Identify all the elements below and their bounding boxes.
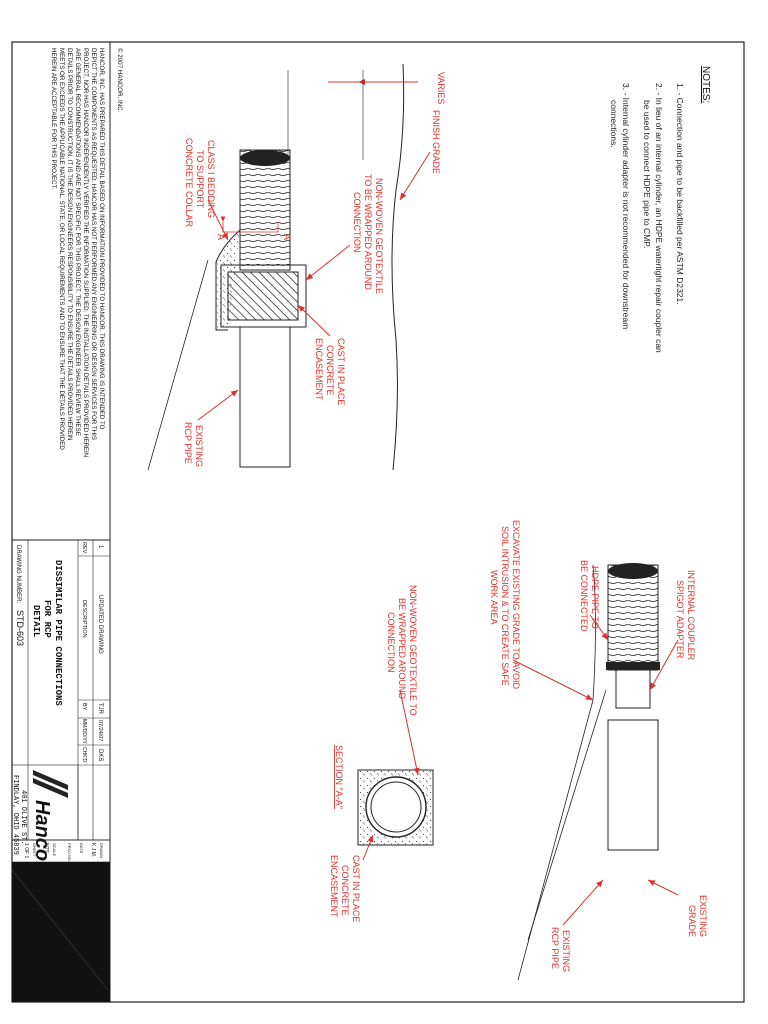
notes-block: NOTES: 1. - Connection and pipe to be ba… xyxy=(609,66,711,353)
company-logo: Hancor xyxy=(31,770,68,870)
cast-2-label-3: ENCASEMENT xyxy=(329,855,339,918)
note-2-cont: be used to connect HDPE pipe to CMP. xyxy=(642,100,652,248)
sheet-value: 1 OF 1 xyxy=(23,843,29,859)
cast-2-label-1: CAST IN PLACE xyxy=(351,855,361,922)
spigot-adapter xyxy=(615,667,651,709)
proj-label: PROJ NO. xyxy=(67,843,72,862)
geotextile-2-label-2: BE WRAPPED AROUND xyxy=(397,598,407,700)
drawing-number-label: DRAWING NUMBER: xyxy=(15,545,21,603)
disclaimer-line-6: MEETS OR EXCEEDS THE APPLICABLE NATIONAL… xyxy=(58,48,65,450)
pipe-end-cap xyxy=(240,150,290,166)
disclaimer-line-5: DETAILS PRIOR TO CONSTRUCTION. IT IS THE… xyxy=(66,48,73,441)
bedding-label-2: TO SUPPORT xyxy=(195,150,205,209)
section-pipe-inner xyxy=(370,781,422,833)
bedding-label-1: CLASS I BEDDING xyxy=(206,140,216,218)
cast-in-place-label-2: CONCRETE xyxy=(325,345,335,396)
notes-heading: NOTES: xyxy=(700,66,711,103)
existing-grade-label-1: EXISTING xyxy=(698,895,708,937)
note-3-cont: connections. xyxy=(609,100,619,148)
section-title: SECTION "A-A" xyxy=(334,745,344,809)
scale-value: NTS xyxy=(43,843,49,854)
disclaimer-line-3: PROJECT, NOR HAS HANCOR INDEPENDENTLY VE… xyxy=(82,48,89,457)
address-line-2: FINDLAY, OHIO 45839 xyxy=(11,775,19,855)
varies-label: VARIES xyxy=(436,72,446,104)
description-header: DESCRIPTION xyxy=(81,600,87,638)
title-line-3: DETAIL xyxy=(31,605,41,637)
excavate-label-1: EXCAVATE EXISTING GRADE TO AVOID xyxy=(511,520,521,690)
geotextile-2-label-3: CONNECTION xyxy=(386,612,396,673)
drawn-value: K.J.M. xyxy=(90,843,96,857)
address-line-1: 401 OLIVE ST. xyxy=(19,790,27,845)
alternate-elevation xyxy=(517,563,660,981)
internal-coupler-label-1: INTERNAL COUPLER xyxy=(686,570,696,661)
rev-number: 1 xyxy=(97,545,103,549)
rev-description: UPDATED DRAWING xyxy=(97,595,103,654)
drawn-label: DRAWN xyxy=(99,843,104,858)
title-line-2: FOR RCP xyxy=(42,600,52,638)
existing-rcp-right-label-1: EXISTING xyxy=(561,930,571,972)
excavate-label-3: WORK AREA xyxy=(489,570,499,625)
rev-header: REV. xyxy=(81,542,87,555)
disclaimer-line-1: HANCOR, INC. HAS PREPARED THIS DETAIL BA… xyxy=(98,48,105,430)
existing-rcp-label-2: RCP PIPE xyxy=(183,422,193,464)
internal-adapter xyxy=(227,271,299,321)
finish-grade-label: FINISH GRADE xyxy=(431,110,441,174)
date-header: MM/DD/YY xyxy=(81,719,87,745)
section-mark-a-top: A xyxy=(282,234,292,240)
date-label: DATE xyxy=(79,843,84,854)
hdpe-label-2: BE CONNECTED xyxy=(579,560,589,632)
by-header: BY xyxy=(81,703,87,711)
copyright: © 2007 HANCOR, INC. xyxy=(116,48,123,113)
geotextile-label-2: TO BE WRAPPED AROUND xyxy=(363,174,373,290)
sheet-label: SHEET xyxy=(32,843,37,857)
rev-by: TJR xyxy=(97,703,103,715)
geotextile-label-1: NON-WOVEN GEOTEXTILE xyxy=(374,178,384,294)
existing-rcp-right-label-2: RCP PIPE xyxy=(550,927,560,969)
existing-grade-line xyxy=(517,564,596,981)
sheet-border xyxy=(11,41,745,1003)
existing-rcp-pipe xyxy=(239,326,291,468)
cast-in-place-label-3: ENCASEMENT xyxy=(314,338,324,401)
disclaimer-line-4: ARE GENERAL RECOMMENDATIONS AND ARE NOT … xyxy=(74,48,81,436)
existing-rcp-label-1: EXISTING xyxy=(194,425,204,467)
finish-grade-line xyxy=(391,63,405,471)
company-wordmark: Hancor xyxy=(31,800,53,870)
chkd-header: CHK'D xyxy=(81,747,87,763)
existing-grade-label-2: GRADE xyxy=(687,905,697,937)
rcp-pipe-right xyxy=(607,719,659,851)
internal-coupler-label-2: SPIGOT ADAPTER xyxy=(675,580,685,659)
title-line-1: DISSIMILAR PIPE CONNECTIONS xyxy=(53,560,63,706)
rev-chkd: DKS xyxy=(97,749,103,761)
scale-label: SCALE xyxy=(52,843,57,856)
note-3: 3. - Internal cylinder adapter is not re… xyxy=(621,83,631,329)
title-strip: © 2007 HANCOR, INC. HANCOR, INC. HAS PRE… xyxy=(11,42,123,1002)
disclaimer-line-7: HEREIN ARE ACCEPTABLE FOR THIS PROJECT. xyxy=(50,48,57,190)
excavate-label-2: SOIL INTRUSION & TO CREATE SAFE xyxy=(500,526,510,686)
right-callouts: INTERNAL COUPLER SPIGOT ADAPTER HDPE PIP… xyxy=(489,520,708,972)
main-elevation: A A xyxy=(147,63,418,471)
rev-date: 07/24/07 xyxy=(97,720,103,741)
drawing-number: STD-603 xyxy=(15,610,25,646)
hdpe-pipe-right xyxy=(607,564,659,671)
disclaimer-line-2: DEPICT THE COMPONENTS AS REQUESTED. HANC… xyxy=(90,48,97,440)
hdpe-label-1: HDPE PIPE TO xyxy=(590,566,600,629)
section-mark-a-bottom: A xyxy=(216,234,226,240)
left-callouts: FINISH GRADE VARIES NON-WOVEN GEOTEXTILE… xyxy=(183,72,446,467)
class-1-bedding xyxy=(215,229,241,331)
note-1: 1. - Connection and pipe to be backfille… xyxy=(675,83,685,305)
hdpe-pipe xyxy=(239,149,291,271)
cast-2-label-2: CONCRETE xyxy=(340,865,350,916)
cast-in-place-label-1: CAST IN PLACE xyxy=(336,338,346,405)
geotextile-2-label-1: NON-WOVEN GEOTEXTILE TO xyxy=(408,585,418,716)
note-2: 2. - In lieu of an internal cylinder, an… xyxy=(654,83,664,353)
section-a-a: NON-WOVEN GEOTEXTILE TO BE WRAPPED AROUN… xyxy=(329,585,434,922)
bedding-label-3: CONCRETE COLLAR xyxy=(184,138,194,228)
geotextile-label-3: CONNECTION xyxy=(352,192,362,253)
title-block-black-corner xyxy=(12,862,110,1002)
